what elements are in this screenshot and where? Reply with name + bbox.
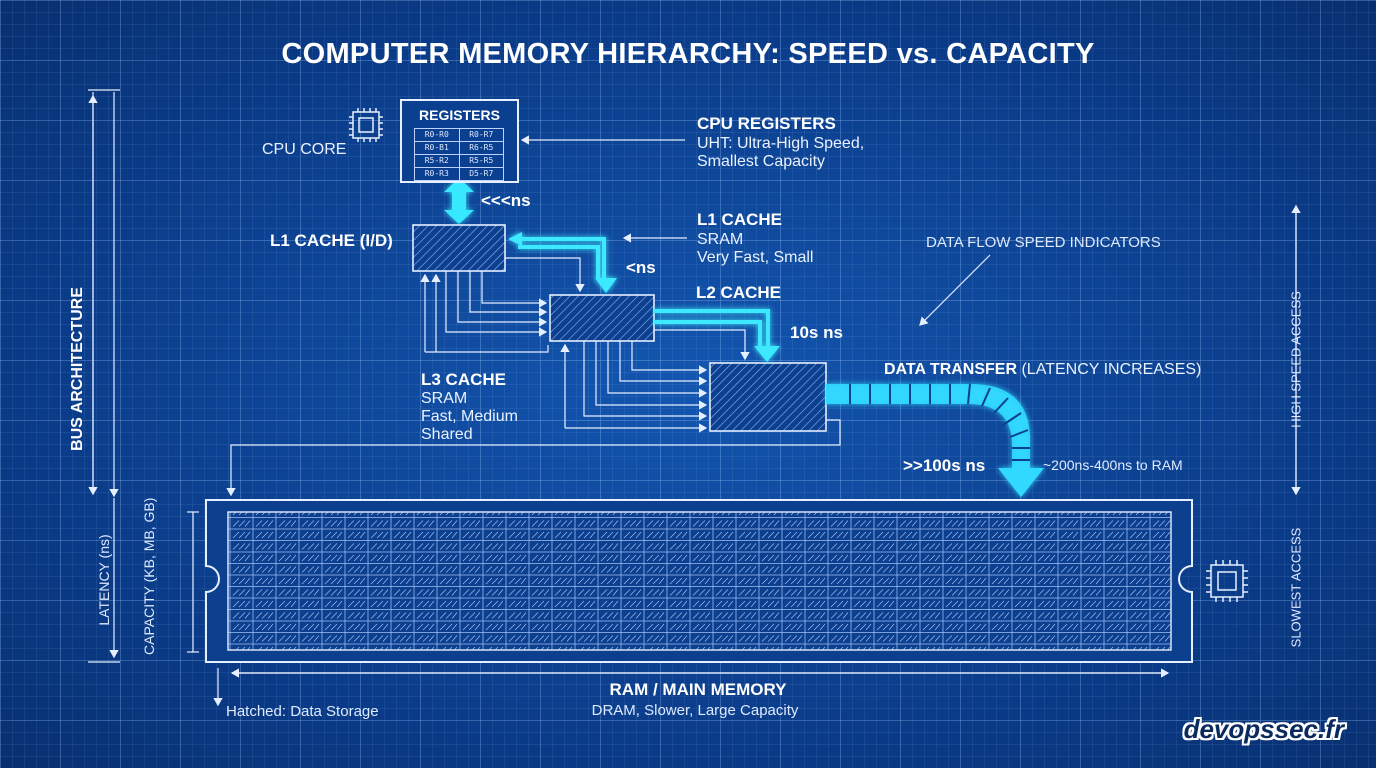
l2-cache-title: L2 CACHE [696,283,782,302]
l2-cache-block [549,294,655,342]
bus-architecture-label: BUS ARCHITECTURE [69,287,86,451]
registers-block: REGISTERS R0-R0 R0-R7 R0-B1 R6-R5 R5-R2 R5-… [400,99,519,183]
register-cell: R0-R3 [424,169,449,178]
registers-latency: <<<ns [481,191,531,210]
cpu-registers-line2: Smallest Capacity [697,153,826,170]
watermark-logo: devopssec.fr [1183,714,1344,744]
register-cell: R0-R0 [424,130,449,139]
ram-latency-note: ~200ns-400ns to RAM [1043,457,1183,473]
l2-to-l1-flow-arrow [518,237,606,280]
data-transfer-bold: DATA TRANSFER [884,361,1018,378]
hatched-note: Hatched: Data Storage [226,703,379,720]
latency-axis-label: LATENCY (ns) [96,534,112,626]
cpu-registers-line1: UHT: Ultra-High Speed, [697,135,865,152]
ram-module [205,499,1193,663]
l3-cache-block [709,362,827,432]
data-transfer-label: DATA TRANSFER (LATENCY INCREASES) [884,361,1201,379]
cpu-core-label: CPU CORE [262,141,347,158]
ram-title: RAM / MAIN MEMORY [609,680,787,699]
l2-to-l3-flow-arrow [654,309,770,348]
data-transfer-rest: (LATENCY INCREASES) [1017,361,1202,378]
page-title: COMPUTER MEMORY HIERARCHY: SPEED vs. CAP… [281,38,1095,70]
data-flow-label: DATA FLOW SPEED INDICATORS [926,234,1161,251]
l1-cache-title: L1 CACHE [697,210,783,229]
l3-cache-title: L3 CACHE [421,370,507,389]
register-cell: R5-R5 [458,155,504,167]
l3-cache-line1: SRAM [421,390,468,407]
ram-subtitle: DRAM, Slower, Large Capacity [591,702,799,719]
registers-grid: R0-R0 R0-R7 R0-B1 R6-R5 R5-R2 R5-R5 R0-R3 D5… [414,128,504,181]
l3-cache-line2: Fast, Medium [421,408,518,425]
l1-cache-line1: SRAM [697,231,744,248]
slowest-access-label: SLOWEST ACCESS [1288,527,1304,648]
capacity-axis-label: CAPACITY (KB, MB, GB) [141,497,157,655]
l3-cache-line3: Shared [421,426,473,443]
l2-latency: 10s ns [790,323,843,342]
high-speed-access-label: HIGH SPEED ACCESS [1288,291,1304,428]
cpu-chip-icon [349,108,383,142]
register-cell: R0-B1 [424,143,449,152]
registers-title: REGISTERS [419,107,500,123]
register-cell: R6-R5 [458,142,504,154]
l1-latency: <ns [626,258,656,277]
l1-cache-block [412,224,506,272]
l3-to-ram-transfer-arrow [826,383,1044,497]
l1-cache-label: L1 CACHE (I/D) [270,231,393,250]
registers-l1-transfer-arrow [444,178,474,224]
l1-cache-line2: Very Fast, Small [697,249,814,266]
register-cell: D5-R7 [458,168,504,180]
ram-latency: >>100s ns [903,456,986,475]
register-cell: R5-R2 [424,156,449,165]
cpu-registers-title: CPU REGISTERS [697,114,836,133]
register-cell: R0-R7 [458,129,504,141]
memory-chip-icon [1206,560,1248,602]
